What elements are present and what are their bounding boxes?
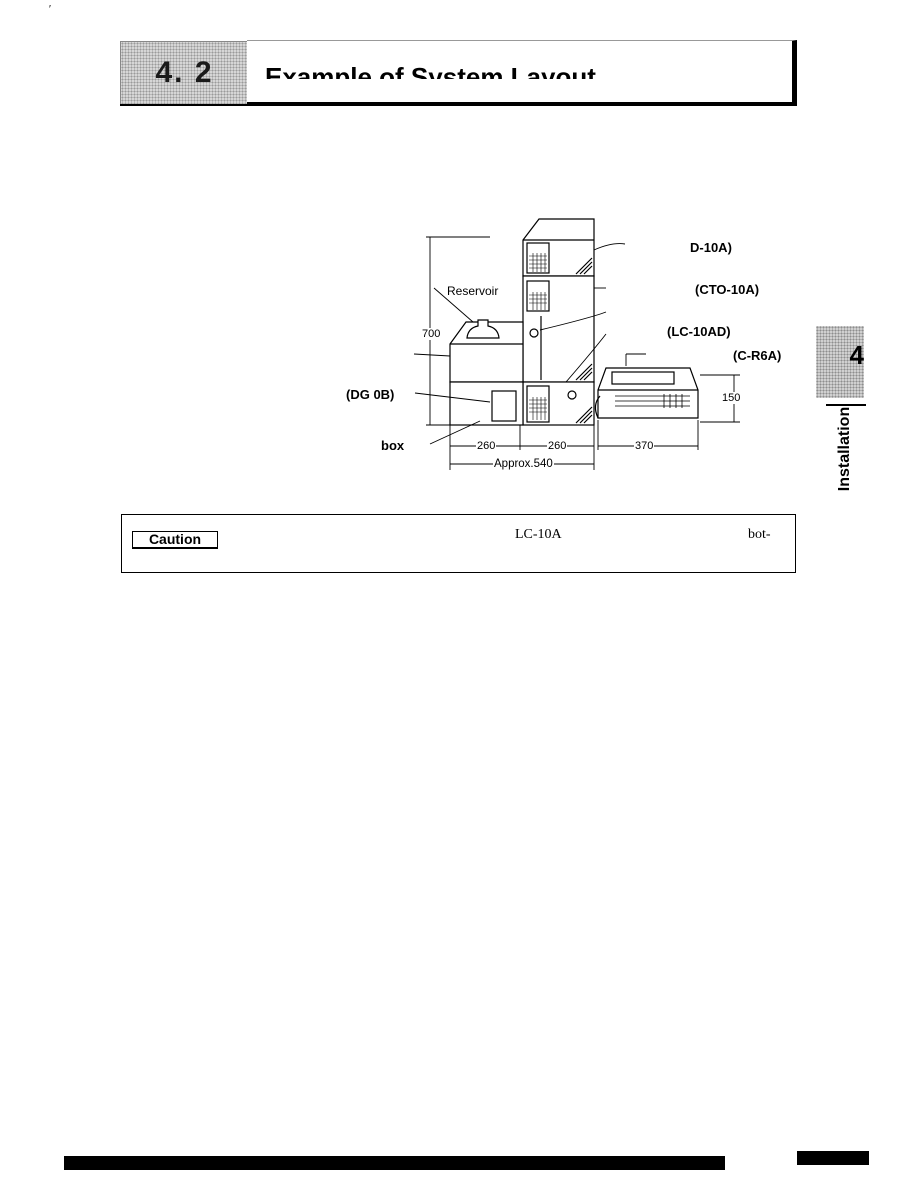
section-title: Example of System Layout [265,62,596,79]
reservoir-label: Reservoir [447,284,499,298]
header-rule [120,104,247,106]
detector-label: D-10A) [690,240,732,255]
system-layout-illustration [413,218,740,470]
height-dimension: 700 [421,328,442,340]
chapter-tab: 4 [816,326,864,398]
pump-label: (LC-10AD) [667,324,731,339]
right-width-dimension: 260 [547,440,568,452]
corner-mark: ′ [49,4,51,15]
caution-text-model: LC-10A [515,527,562,542]
section-number-badge: 4. 2 [120,41,249,106]
box-label: box [381,438,405,453]
footer-bar [64,1156,725,1170]
recorder-width-dimension: 370 [634,440,655,452]
left-width-dimension: 260 [476,440,497,452]
footer-block [797,1151,869,1165]
section-title-box: Example of System Layout [247,40,797,106]
chapter-tab-rule [826,404,866,406]
degasser-label: (DG 0B) [346,387,395,402]
caution-text-end: bot- [748,527,771,542]
chapter-name: Installation [836,406,853,492]
caution-box: Caution LC-10A bot- [121,514,796,573]
oven-label: (CTO-10A) [695,282,760,297]
recorder-height-dimension: 150 [721,392,742,404]
section-number: 4. 2 [155,56,214,89]
caution-label: Caution [132,531,218,549]
total-width-dimension: Approx.540 [493,458,554,470]
recorder-label: (C-R6A) [733,348,782,363]
chapter-number: 4 [849,340,864,370]
